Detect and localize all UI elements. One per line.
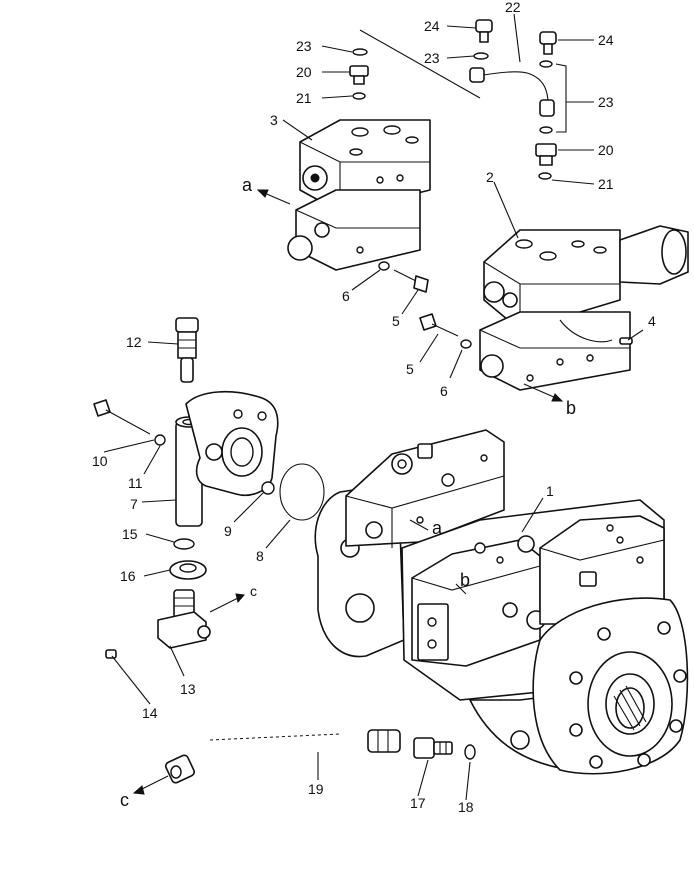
label-18: 18 <box>458 799 474 815</box>
plug-14 <box>105 649 117 659</box>
label-24-left: 24 <box>424 18 440 34</box>
arrow-b-right <box>523 383 557 399</box>
label-11: 11 <box>128 475 143 491</box>
bolt-10 <box>93 399 151 435</box>
arrow-c-bottom <box>139 775 169 791</box>
label-b-pump: b <box>460 570 470 590</box>
nut-16 <box>169 560 207 580</box>
flange-block <box>185 390 279 496</box>
o-ring-23-right-top <box>539 60 553 68</box>
label-13: 13 <box>180 681 196 697</box>
label-5-right: 5 <box>406 361 414 377</box>
o-ring-23-right-bot <box>539 126 553 134</box>
plug-24-right <box>539 31 557 55</box>
label-6-right: 6 <box>440 383 448 399</box>
label-17: 17 <box>410 795 426 811</box>
label-6-left: 6 <box>342 288 350 304</box>
o-ring-8 <box>279 463 325 521</box>
washer-6-right <box>460 339 472 349</box>
plug-20-left <box>349 65 369 85</box>
label-21-right: 21 <box>598 176 614 192</box>
label-23-right: 23 <box>598 94 614 110</box>
label-9: 9 <box>224 523 232 539</box>
arrow-c-top <box>209 597 239 613</box>
label-23-left: 23 <box>296 38 312 54</box>
label-2: 2 <box>486 169 494 185</box>
label-4: 4 <box>648 313 656 329</box>
label-c-bottom: c <box>120 790 129 810</box>
o-ring-23-mid <box>473 52 489 60</box>
label-20-right: 20 <box>598 142 614 158</box>
label-a-pump: a <box>432 518 443 538</box>
label-8: 8 <box>256 548 264 564</box>
label-22: 22 <box>505 0 521 15</box>
o-ring-9 <box>261 481 275 495</box>
label-15: 15 <box>122 526 138 542</box>
label-7: 7 <box>130 496 138 512</box>
o-ring-18 <box>464 744 476 760</box>
o-ring-21-right <box>538 172 552 180</box>
label-24-right: 24 <box>598 32 614 48</box>
label-3: 3 <box>270 112 278 128</box>
o-ring-23-left <box>352 48 368 56</box>
label-14: 14 <box>142 705 158 721</box>
o-ring-21-left <box>352 92 366 100</box>
label-c-top: c <box>250 583 257 599</box>
hose-19 <box>164 712 401 784</box>
label-5-left: 5 <box>392 313 400 329</box>
label-10: 10 <box>92 453 108 469</box>
label-20-left: 20 <box>296 64 312 80</box>
hose-22 <box>469 67 555 117</box>
label-16: 16 <box>120 568 136 584</box>
washer-6-left <box>378 261 390 271</box>
main-pump-1 <box>314 429 689 775</box>
label-b-right: b <box>566 398 576 418</box>
fitting-13 <box>157 589 211 649</box>
bracket-23 <box>555 63 567 133</box>
washer-11 <box>154 434 166 446</box>
leader-dash <box>359 29 481 99</box>
bolt-5-left <box>393 269 429 293</box>
valve-2 <box>479 225 689 391</box>
valve-3 <box>287 119 431 271</box>
label-12: 12 <box>126 334 142 350</box>
label-19: 19 <box>308 781 324 797</box>
label-1: 1 <box>546 483 554 499</box>
fitting-17 <box>413 737 453 759</box>
plug-24-left <box>475 19 493 43</box>
plug-20-right <box>535 143 557 166</box>
label-21-left: 21 <box>296 90 312 106</box>
o-ring-15 <box>173 538 195 550</box>
callout-labels: 24 22 24 23 23 20 21 23 3 20 21 2 a 6 5 … <box>92 0 656 815</box>
label-23-mid: 23 <box>424 50 440 66</box>
bolt-5-right <box>419 313 459 337</box>
valve-12 <box>175 317 199 383</box>
leader-lines <box>103 13 644 801</box>
label-a-top: a <box>242 175 253 195</box>
